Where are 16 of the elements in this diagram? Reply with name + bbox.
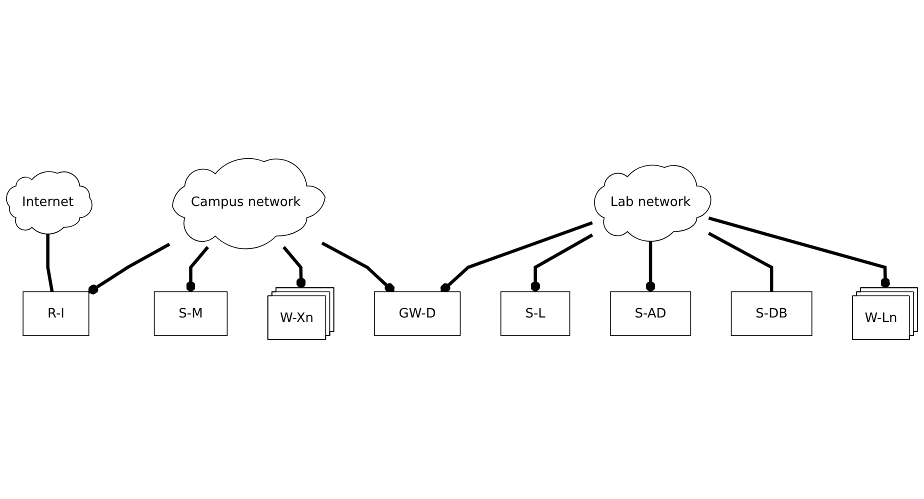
connector: [646, 240, 656, 292]
connector: [708, 232, 774, 292]
connector: [46, 233, 54, 292]
node-box: S-M: [154, 292, 228, 336]
connector: [282, 246, 306, 289]
connector: [440, 222, 593, 294]
connector: [530, 234, 594, 292]
connector: [88, 243, 170, 295]
node-box: S-L: [500, 292, 570, 336]
connector: [186, 246, 210, 292]
node-box: GW-D: [374, 292, 461, 336]
node-box: R-I: [22, 292, 90, 336]
node-box: S-AD: [610, 292, 692, 336]
node-box: S-DB: [730, 292, 812, 336]
connector: [708, 216, 890, 289]
connector: [321, 242, 395, 294]
